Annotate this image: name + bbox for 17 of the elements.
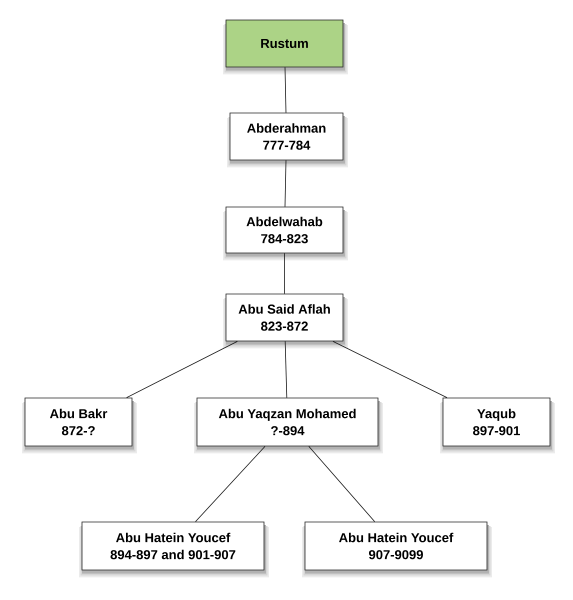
connector-line: [332, 341, 448, 398]
connector-line: [284, 253, 285, 294]
connector-line: [284, 67, 286, 113]
connector-line: [284, 160, 286, 207]
connector-line: [126, 341, 238, 398]
name-box: Abderahman 777-784: [227, 112, 348, 168]
name-box: Abdelwahab 784-823: [223, 206, 348, 260]
name-box: Yaqub 897-901: [440, 398, 555, 454]
connector-line: [195, 446, 266, 522]
connector-line: [284, 341, 288, 398]
name-box: Abu Hatein Youcef 894-897 and 901-907: [79, 522, 269, 578]
name-box: Abu Bakr 872-?: [22, 398, 137, 454]
name-box: Abu Said Aflah 823-872: [223, 294, 348, 348]
name-box: Abu Hatein Youcef 907-9099: [302, 522, 492, 578]
connector-line: [308, 446, 376, 522]
name-box: Abu Yaqzan Mohamed ?-894: [194, 398, 383, 454]
name-box: Rustum: [223, 20, 348, 74]
